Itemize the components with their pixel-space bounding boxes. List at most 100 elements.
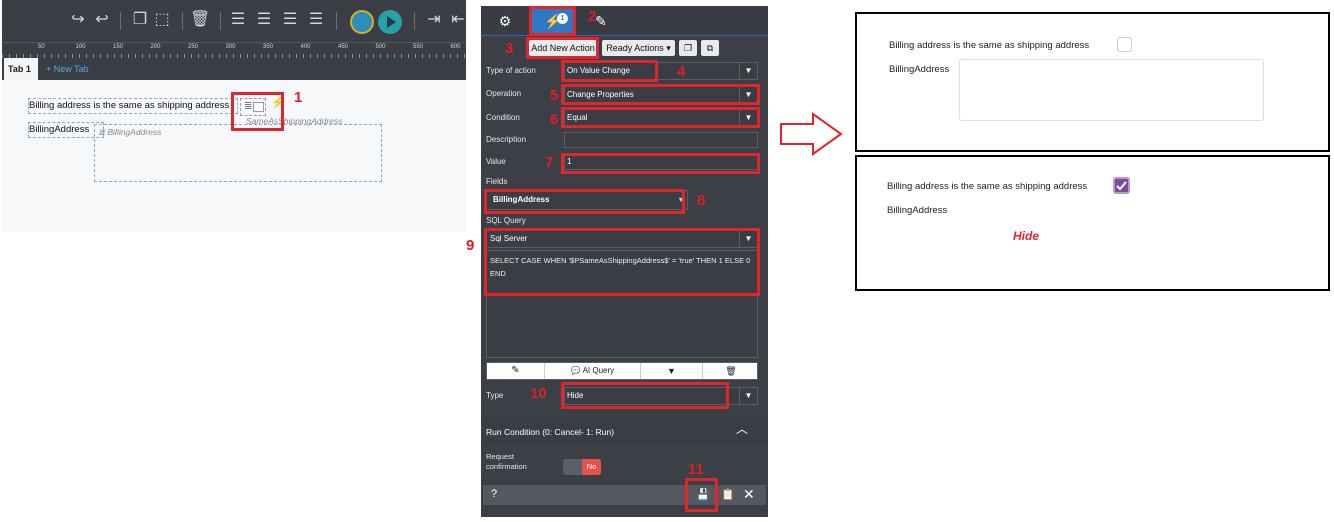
type-of-action-select[interactable]: On Value Change▼ xyxy=(564,62,758,80)
chevron-down-icon: ▾ xyxy=(678,195,683,204)
run-condition-label: Run Condition (0: Cancel- 1: Run) xyxy=(486,427,615,437)
description-input[interactable] xyxy=(564,132,758,148)
new-tab-link[interactable]: + New Tab xyxy=(46,64,89,74)
description-label: Description xyxy=(486,135,527,144)
redo-icon[interactable]: ↪ xyxy=(71,11,85,28)
paste-action-icon[interactable]: ⧉ xyxy=(701,40,719,56)
designer-toolbar: ↪ ↩ ❐ ⬚ 🗑 ☰ ☰ ☰ ☰ ⇥ ⇤ xyxy=(2,0,466,42)
paste-icon[interactable]: ⬚ xyxy=(154,11,170,28)
ruler-tick: 150 xyxy=(113,44,124,50)
condition-label: Condition xyxy=(486,113,520,122)
ruler-tick: 350 xyxy=(263,44,274,50)
ai-query-button[interactable]: 💬 AI Query xyxy=(545,363,641,379)
annotation-7: 7 xyxy=(545,154,554,171)
annotation-10: 10 xyxy=(530,385,547,402)
annotation-5: 5 xyxy=(550,87,559,104)
ruler-tick: 400 xyxy=(300,44,311,50)
ruler-tick: 450 xyxy=(338,44,349,50)
form-designer: ↪ ↩ ❐ ⬚ 🗑 ☰ ☰ ☰ ☰ ⇥ ⇤ 50 100 150 200 250 300 3… xyxy=(2,0,466,232)
action-bolt-icon[interactable]: ⚡ xyxy=(271,97,285,109)
annotation-3: 3 xyxy=(505,40,514,57)
chevron-down-icon: ▼ xyxy=(739,87,757,103)
ready-actions-dropdown[interactable]: Ready Actions ▾ xyxy=(602,40,675,56)
preview-checkbox-label: Billing address is the same as shipping … xyxy=(887,181,1088,192)
toggle-state: No xyxy=(582,459,601,475)
chevron-up-icon[interactable]: ︿ xyxy=(736,422,749,436)
ruler-tick: 500 xyxy=(375,44,386,50)
copy-action-icon[interactable]: ❐ xyxy=(679,40,697,56)
close-icon[interactable]: ✕ xyxy=(743,486,755,502)
help-icon[interactable]: ? xyxy=(491,488,498,500)
billing-label: BillingAddress xyxy=(29,124,90,135)
align-center-icon[interactable]: ☰ xyxy=(282,11,298,28)
request-confirmation-toggle[interactable]: No xyxy=(563,459,601,475)
designer-tabs: Tab 1 + New Tab xyxy=(2,58,466,80)
annotation-6: 6 xyxy=(550,111,559,128)
preview-unchecked: Billing address is the same as shipping … xyxy=(855,12,1330,152)
actions-count-badge: 1 xyxy=(557,13,568,24)
checkbox-control[interactable]: ≣ xyxy=(240,98,266,116)
sql-engine-select[interactable]: Sql Server▼ xyxy=(486,230,758,248)
operation-select[interactable]: Change Properties▼ xyxy=(564,86,758,104)
type-of-action-label: Type of action xyxy=(486,66,536,75)
value-label: Value xyxy=(486,157,506,166)
form-canvas: Billing address is the same as shipping … xyxy=(2,80,466,232)
move-right-icon[interactable]: ⇥ xyxy=(427,11,441,28)
undo-icon[interactable]: ↩ xyxy=(95,11,109,28)
annotation-9: 9 xyxy=(466,237,475,254)
sql-query-editor[interactable]: SELECT CASE WHEN '$PSameAsShippingAddres… xyxy=(486,250,758,358)
delete-icon[interactable]: 🗑 xyxy=(190,11,211,28)
ruler-tick: 50 xyxy=(38,44,45,50)
condition-select[interactable]: Equal▼ xyxy=(564,109,758,127)
ruler-tick: 550 xyxy=(413,44,424,50)
chevron-down-icon: ▼ xyxy=(739,231,757,247)
actions-panel: ⚙ ⚡ 1 ✎ Add New Action Ready Actions ▾ ❐… xyxy=(481,6,768,517)
panel-tabs: ⚙ ⚡ 1 ✎ xyxy=(481,6,768,36)
run-condition-header[interactable]: Run Condition (0: Cancel- 1: Run) ︿ xyxy=(481,416,768,446)
align-justify-icon[interactable]: ☰ xyxy=(308,11,324,28)
preview-checked: Billing address is the same as shipping … xyxy=(855,155,1330,291)
tab-1[interactable]: Tab 1 xyxy=(4,58,38,80)
align-right-icon[interactable]: ☰ xyxy=(256,11,272,28)
save-form-icon[interactable] xyxy=(350,10,374,34)
settings-gear-icon[interactable]: ⚙ xyxy=(498,13,512,29)
preview-billing-label: BillingAddress xyxy=(887,205,948,216)
ruler-tick: 100 xyxy=(75,44,86,50)
preview-checkbox-label: Billing address is the same as shipping … xyxy=(889,40,1090,51)
ruler-tick: 250 xyxy=(188,44,199,50)
align-left-icon[interactable]: ☰ xyxy=(230,11,246,28)
preview-checkbox-checked[interactable] xyxy=(1113,177,1130,194)
preview-billing-textarea[interactable] xyxy=(959,59,1264,121)
filter-icon[interactable]: ▼ xyxy=(641,363,703,379)
preview-billing-label: BillingAddress xyxy=(889,64,950,75)
tab-actions[interactable]: ⚡ 1 xyxy=(531,6,575,36)
move-left-icon[interactable]: ⇤ xyxy=(451,11,465,28)
save-disk-icon[interactable]: 💾 xyxy=(696,489,710,501)
billing-textarea[interactable] xyxy=(94,124,382,182)
edit-pencil-icon[interactable]: ✎ xyxy=(487,363,545,379)
database-icon: ≣ xyxy=(244,101,253,112)
fields-select[interactable]: BillingAddress▾ xyxy=(486,190,688,210)
billing-field-name: ≣ BillingAddress xyxy=(98,127,162,137)
ruler: 50 100 150 200 250 300 350 400 450 500 550 600 xyxy=(2,42,466,58)
add-new-action-button[interactable]: Add New Action xyxy=(529,40,597,56)
preview-checkbox[interactable] xyxy=(1117,37,1132,52)
pencil-tab-icon[interactable]: ✎ xyxy=(595,13,607,29)
copy-icon[interactable]: ❐ xyxy=(132,11,148,28)
trash-icon[interactable]: 🗑 xyxy=(725,366,737,376)
fields-label: Fields xyxy=(486,177,508,186)
ruler-tick: 200 xyxy=(150,44,161,50)
annotation-1: 1 xyxy=(294,89,303,106)
type-label: Type xyxy=(486,391,504,400)
checkbox-label: Billing address is the same as shipping … xyxy=(29,100,230,111)
value-input[interactable]: 1 xyxy=(564,154,758,170)
clipboard-icon[interactable]: 📋 xyxy=(721,489,735,501)
ruler-tick: 300 xyxy=(225,44,236,50)
operation-label: Operation xyxy=(486,89,522,98)
annotation-8: 8 xyxy=(697,192,706,209)
annotation-4: 4 xyxy=(677,63,686,80)
ruler-tick: 600 xyxy=(450,44,461,50)
type-select[interactable]: Hide▼ xyxy=(564,387,758,405)
arrow-right-icon xyxy=(780,112,843,156)
run-icon[interactable] xyxy=(378,10,402,34)
